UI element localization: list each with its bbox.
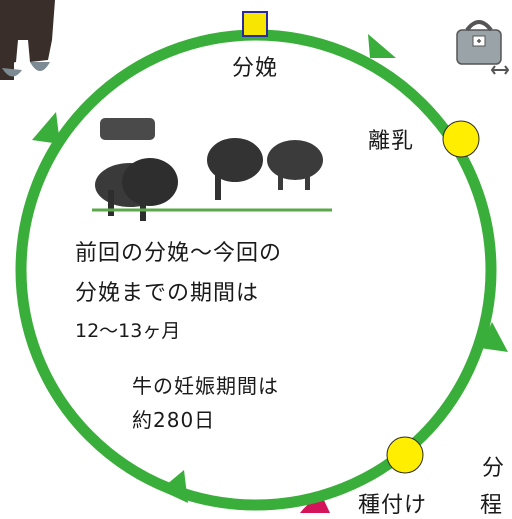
center-line-3: 12～13ヶ月 xyxy=(75,320,181,342)
center-line-5: 約280日 xyxy=(132,408,216,432)
center-line-4: 牛の妊娠期間は xyxy=(132,374,279,398)
label-side-bottom: 程 xyxy=(480,493,504,518)
vet-bag-icon xyxy=(456,20,510,75)
cycle-arrow-heads xyxy=(32,34,508,503)
center-line-2: 分娩までの期間は xyxy=(75,281,260,306)
arrowhead-right xyxy=(480,322,508,352)
label-rinyu: 離乳 xyxy=(368,129,415,154)
tanetsuke-marker xyxy=(386,436,424,474)
label-tanetsuke: 種付け xyxy=(358,493,428,518)
center-line-1: 前回の分娩～今回の xyxy=(75,241,283,266)
cow-legs-icon xyxy=(0,0,55,80)
cycle-ring xyxy=(15,29,497,511)
label-side-top: 分 xyxy=(482,456,506,481)
arrowhead-top-right xyxy=(368,34,396,58)
label-bunben: 分娩 xyxy=(232,56,279,81)
bunben-marker xyxy=(242,11,268,37)
arrowhead-left xyxy=(32,112,60,144)
arrowhead-bottom xyxy=(160,470,188,503)
rinyu-marker xyxy=(442,120,480,158)
cattle-herd-icon xyxy=(92,118,332,221)
